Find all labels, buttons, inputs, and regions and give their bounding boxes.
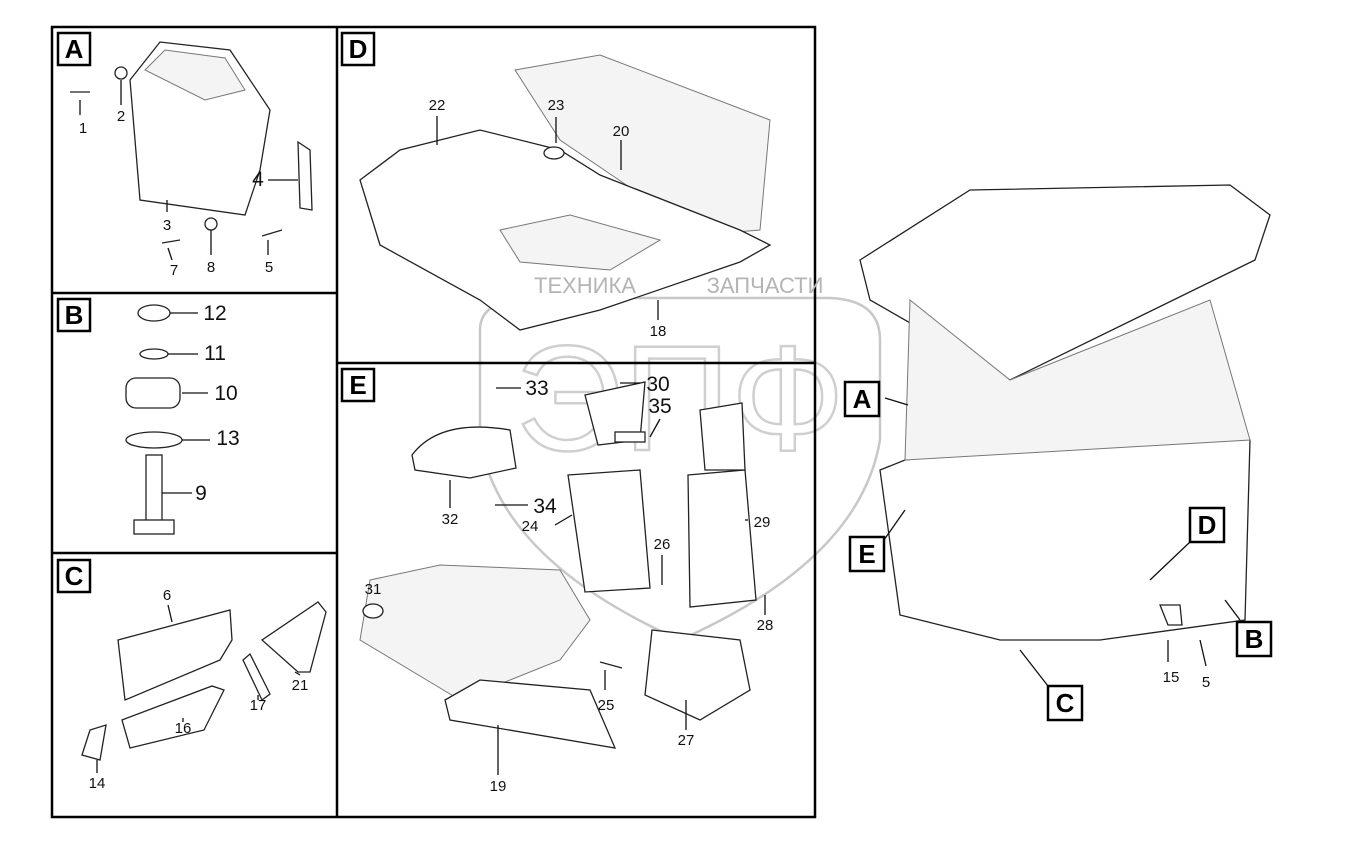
callout-number: 25 <box>598 697 615 714</box>
callout-number: 9 <box>195 482 207 505</box>
callout-number: 35 <box>648 395 671 418</box>
svg-text:B: B <box>1245 624 1264 654</box>
leader-line <box>1019 649 1049 687</box>
section-label: A <box>843 380 881 418</box>
part-shapes <box>70 41 1271 761</box>
svg-text:A: A <box>65 34 84 64</box>
section-label: C <box>1046 684 1084 722</box>
callout-number: 8 <box>207 259 215 276</box>
section-label: B <box>1235 620 1273 658</box>
leader-line <box>167 247 173 261</box>
leader-line <box>554 514 573 526</box>
callout-number: 23 <box>548 97 565 114</box>
callout-number: 6 <box>163 587 171 604</box>
callout-number: 27 <box>678 732 695 749</box>
callout-number: 28 <box>757 617 774 634</box>
callout-number: 20 <box>613 123 630 140</box>
callout-number: 5 <box>1202 674 1210 691</box>
callout-number: 4 <box>252 168 264 191</box>
callout-number: 33 <box>525 377 548 400</box>
svg-text:C: C <box>65 561 84 591</box>
watermark-right-text: ЗАПЧАСТИ <box>707 273 824 298</box>
callout-number: 2 <box>117 108 125 125</box>
svg-text:E: E <box>858 539 875 569</box>
svg-text:E: E <box>349 370 366 400</box>
callout-number: 32 <box>442 511 459 528</box>
svg-text:C: C <box>1056 688 1075 718</box>
leader-lines <box>79 80 1241 775</box>
leader-line <box>1224 599 1241 621</box>
callout-number: 31 <box>365 581 382 598</box>
watermark-logo: ЭПФ <box>515 314 845 482</box>
leader-line <box>884 397 909 406</box>
section-label: D <box>1188 506 1226 544</box>
section-label: B <box>56 297 92 333</box>
callout-number: 10 <box>214 382 237 405</box>
callout-number: 24 <box>522 518 539 535</box>
section-label: C <box>56 558 92 594</box>
callout-number: 29 <box>754 514 771 531</box>
callout-number: 3 <box>163 217 171 234</box>
callout-number: 16 <box>175 720 192 737</box>
callout-number: 17 <box>250 697 267 714</box>
callout-number: 30 <box>646 373 669 396</box>
watermark-left-text: ТЕХНИКА <box>534 273 636 298</box>
watermark-text: ТЕХНИКА ЗАПЧАСТИ <box>534 273 823 298</box>
panel-frames <box>50 25 817 819</box>
svg-text:D: D <box>1198 510 1217 540</box>
section-label: E <box>340 367 376 403</box>
leader-line <box>883 509 906 541</box>
callout-number: 22 <box>429 97 446 114</box>
callout-number: 18 <box>650 323 667 340</box>
callout-number: 14 <box>89 775 106 792</box>
callout-number: 13 <box>216 427 239 450</box>
callout-number: 21 <box>292 677 309 694</box>
callout-number: 1 <box>79 120 87 137</box>
section-label: E <box>848 535 886 573</box>
callout-number: 19 <box>490 778 507 795</box>
leader-line <box>1199 639 1207 667</box>
leader-line <box>1149 541 1191 581</box>
svg-text:B: B <box>65 300 84 330</box>
section-label: A <box>56 31 92 67</box>
callout-number: 11 <box>204 342 226 365</box>
leader-line <box>294 671 301 676</box>
callout-number: 5 <box>265 259 273 276</box>
svg-text:A: A <box>853 384 872 414</box>
section-label: D <box>340 31 376 67</box>
leader-line <box>167 604 173 623</box>
svg-text:D: D <box>349 34 368 64</box>
callout-number: 34 <box>533 495 557 518</box>
callout-number: 12 <box>203 302 226 325</box>
callout-number: 26 <box>654 536 671 553</box>
watermark: ЭПФ <box>478 296 882 642</box>
callout-number: 15 <box>1163 669 1180 686</box>
leader-line <box>649 418 661 438</box>
callout-number: 7 <box>170 262 178 279</box>
